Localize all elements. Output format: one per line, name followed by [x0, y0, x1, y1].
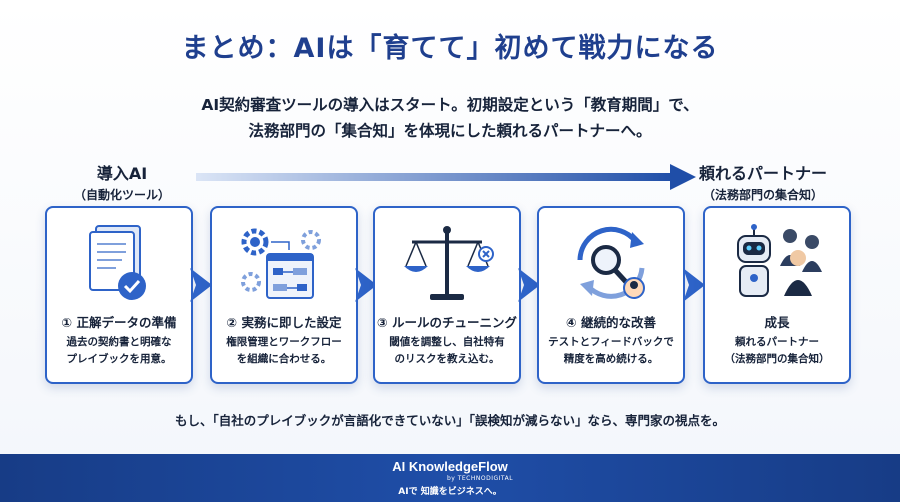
step-desc-line: のリスクを教え込む。 [394, 353, 500, 365]
footer-band: AI KnowledgeFlow by TECHNODIGITAL AIで 知識… [0, 454, 900, 502]
step-card-1: ① 正解データの準備 過去の契約書と明確な プレイブックを用意。 [45, 206, 193, 384]
subtitle-line-2: 法務部門の「集合知」を体現にした頼れるパートナーへ。 [248, 122, 652, 140]
chevron-right-icon [518, 268, 540, 302]
step-desc-line: 閾値を調整し、自社特有 [389, 336, 505, 348]
brand-logo: AI KnowledgeFlow [392, 459, 508, 474]
step-title: ③ ルールのチューニング [377, 315, 517, 330]
step-desc-line: 過去の契約書と明確な [66, 336, 172, 348]
step-desc-line: を組織に合わせる。 [236, 353, 332, 365]
magnifier-cycle-icon [577, 226, 645, 299]
footer-note: もし、「自社のプレイブックが言語化できていない」「誤検知が減らない」なら、専門家… [174, 413, 725, 428]
page-title: まとめ：AIは「育てて」初めて戦力になる [181, 33, 719, 64]
step-desc-line: 精度を高め続ける。 [563, 353, 659, 365]
chevron-right-icon [190, 268, 212, 302]
step-title: ① 正解データの準備 [61, 315, 177, 330]
step-card-3: ③ ルールのチューニング 閾値を調整し、自社特有 のリスクを教え込む。 [373, 206, 521, 384]
robot-team-icon [737, 224, 822, 297]
chevron-right-icon [355, 268, 377, 302]
step-description: 閾値を調整し、自社特有 のリスクを教え込む。 [379, 334, 515, 368]
step-desc-line: テストとフィードバックで [548, 336, 674, 348]
step-title: ④ 継続的な改善 [566, 315, 656, 330]
subtitle-line-1: AI契約審査ツールの導入はスタート。初期設定という「教育期間」で、 [201, 96, 699, 114]
brand-by: by TECHNODIGITAL [446, 475, 514, 482]
documents-check-icon [89, 225, 146, 300]
step-desc-line: 権限管理とワークフロー [226, 336, 342, 348]
subtitle: AI契約審査ツールの導入はスタート。初期設定という「教育期間」で、 法務部門の「… [0, 92, 900, 144]
step-card-2: ② 実務に即した設定 権限管理とワークフロー を組織に合わせる。 [210, 206, 358, 384]
step-title: ② 実務に即した設定 [226, 315, 342, 330]
step-title: 成長 [764, 315, 790, 330]
chevron-right-icon [683, 268, 705, 302]
end-label-group: 頼れるパートナー （法務部門の集合知） [688, 160, 838, 203]
step-description: 過去の契約書と明確な プレイブックを用意。 [51, 334, 187, 368]
start-label: 導入AI [96, 164, 148, 183]
step-desc-line: （法務部門の集合知） [724, 353, 830, 365]
balance-scale-icon [404, 226, 494, 300]
step-desc-line: 頼れるパートナー [735, 336, 819, 348]
brand-tagline: AIで 知識をビジネスへ。 [398, 487, 502, 497]
step-card-4: ④ 継続的な改善 テストとフィードバックで 精度を高め続ける。 [537, 206, 685, 384]
step-description: 権限管理とワークフロー を組織に合わせる。 [216, 334, 352, 368]
start-label-group: 導入AI （自動化ツール） [62, 160, 182, 203]
start-sublabel: （自動化ツール） [73, 188, 170, 202]
gears-workflow-icon [241, 228, 321, 299]
step-card-5: 成長 頼れるパートナー （法務部門の集合知） [703, 206, 851, 384]
step-desc-line: プレイブックを用意。 [66, 353, 172, 365]
step-description: 頼れるパートナー （法務部門の集合知） [709, 334, 845, 368]
end-label: 頼れるパートナー [698, 164, 827, 183]
step-description: テストとフィードバックで 精度を高め続ける。 [543, 334, 679, 368]
progress-arrow-icon [196, 164, 696, 190]
end-sublabel: （法務部門の集合知） [702, 188, 823, 202]
